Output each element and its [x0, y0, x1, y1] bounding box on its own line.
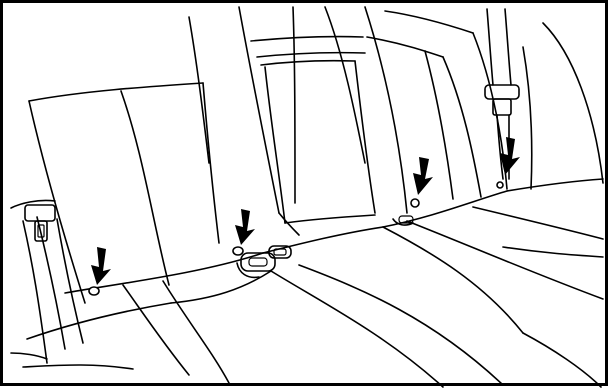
- arrow-down-icon: [500, 137, 520, 175]
- arrow-down-icon: [91, 247, 111, 285]
- seat-cushion: [23, 179, 603, 387]
- arrow-markers: [91, 137, 520, 285]
- center-buckle: [237, 246, 291, 277]
- arrow-down-icon: [413, 157, 433, 195]
- right-center-seatback: [325, 7, 481, 213]
- seatback: [29, 17, 219, 303]
- left-belt-latch: [25, 205, 55, 241]
- anchor-ring-3: [411, 199, 419, 207]
- center-shoulder-belt: [239, 7, 299, 235]
- anchor-ring-1: [89, 287, 99, 295]
- arrow-down-icon: [235, 209, 255, 245]
- center-pass-through: [251, 37, 375, 223]
- anchor-ring-4: [497, 182, 503, 188]
- rear-seat-illustration: [3, 3, 608, 389]
- anchor-ring-2: [233, 247, 243, 255]
